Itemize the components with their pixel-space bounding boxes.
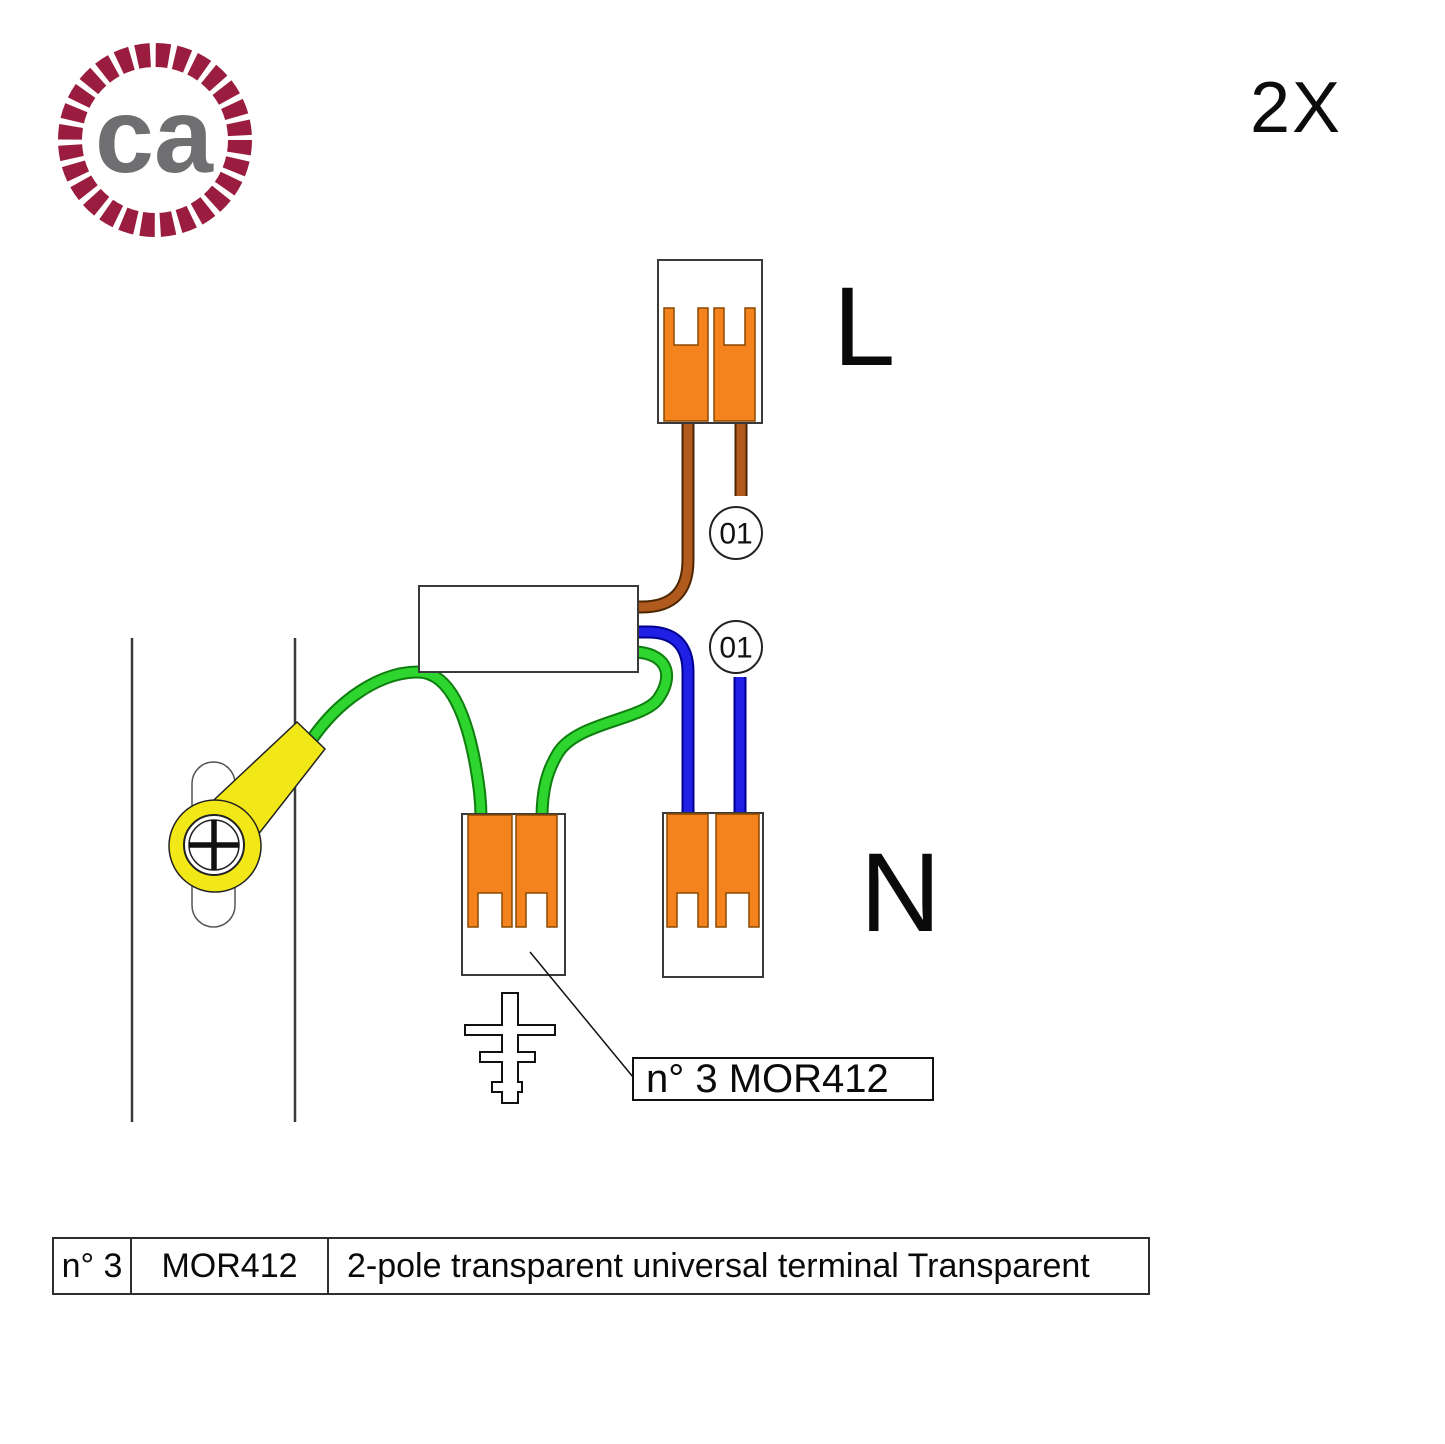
callout-leader-line [529, 951, 634, 1078]
parts-table-code: MOR412 [132, 1239, 329, 1293]
clamp [467, 814, 513, 928]
brand-logo: ca [58, 43, 252, 237]
blue-wire [637, 627, 693, 818]
logo-text: ca [95, 77, 214, 195]
clamp [715, 813, 760, 928]
green-wire-box [537, 647, 672, 819]
callout-frame [632, 1057, 934, 1101]
rope-ring-icon [58, 43, 252, 237]
clamp [663, 307, 709, 422]
earth-terminal-block [461, 813, 566, 976]
clamp [515, 814, 558, 928]
neutral-terminal-block [662, 812, 764, 978]
clamp [666, 813, 709, 928]
cable-tag-2: 01 [709, 620, 763, 674]
brown-wire-outline [637, 421, 695, 614]
brown-wire [637, 421, 693, 612]
cable-tag-circle [709, 620, 763, 674]
cable-tag-1: 01 [709, 506, 763, 560]
cable-tag-circle [709, 506, 763, 560]
callout-box: n° 3 MOR412 [632, 1057, 934, 1101]
neutral-label: N [860, 830, 941, 955]
cable-tag-text: 01 [719, 518, 752, 551]
earth-ring-terminal [168, 720, 327, 893]
junction-box [418, 585, 639, 673]
live-terminal-block [657, 259, 763, 424]
live-label: L [833, 264, 895, 389]
parts-table-description: 2-pole transparent universal terminal Tr… [347, 1246, 1090, 1285]
green-wire-lug [306, 667, 486, 819]
parts-table: n° 3 MOR412 2-pole transparent universal… [52, 1237, 1150, 1295]
green-wire-box-outline [535, 645, 674, 819]
callout-label: n° 3 MOR412 [646, 1057, 889, 1101]
cable-tag-text: 01 [719, 632, 752, 665]
quantity-label: 2X [1250, 68, 1343, 148]
clamp [713, 307, 756, 422]
earth-symbol-icon [464, 992, 556, 1104]
parts-table-quantity: n° 3 [54, 1239, 132, 1293]
